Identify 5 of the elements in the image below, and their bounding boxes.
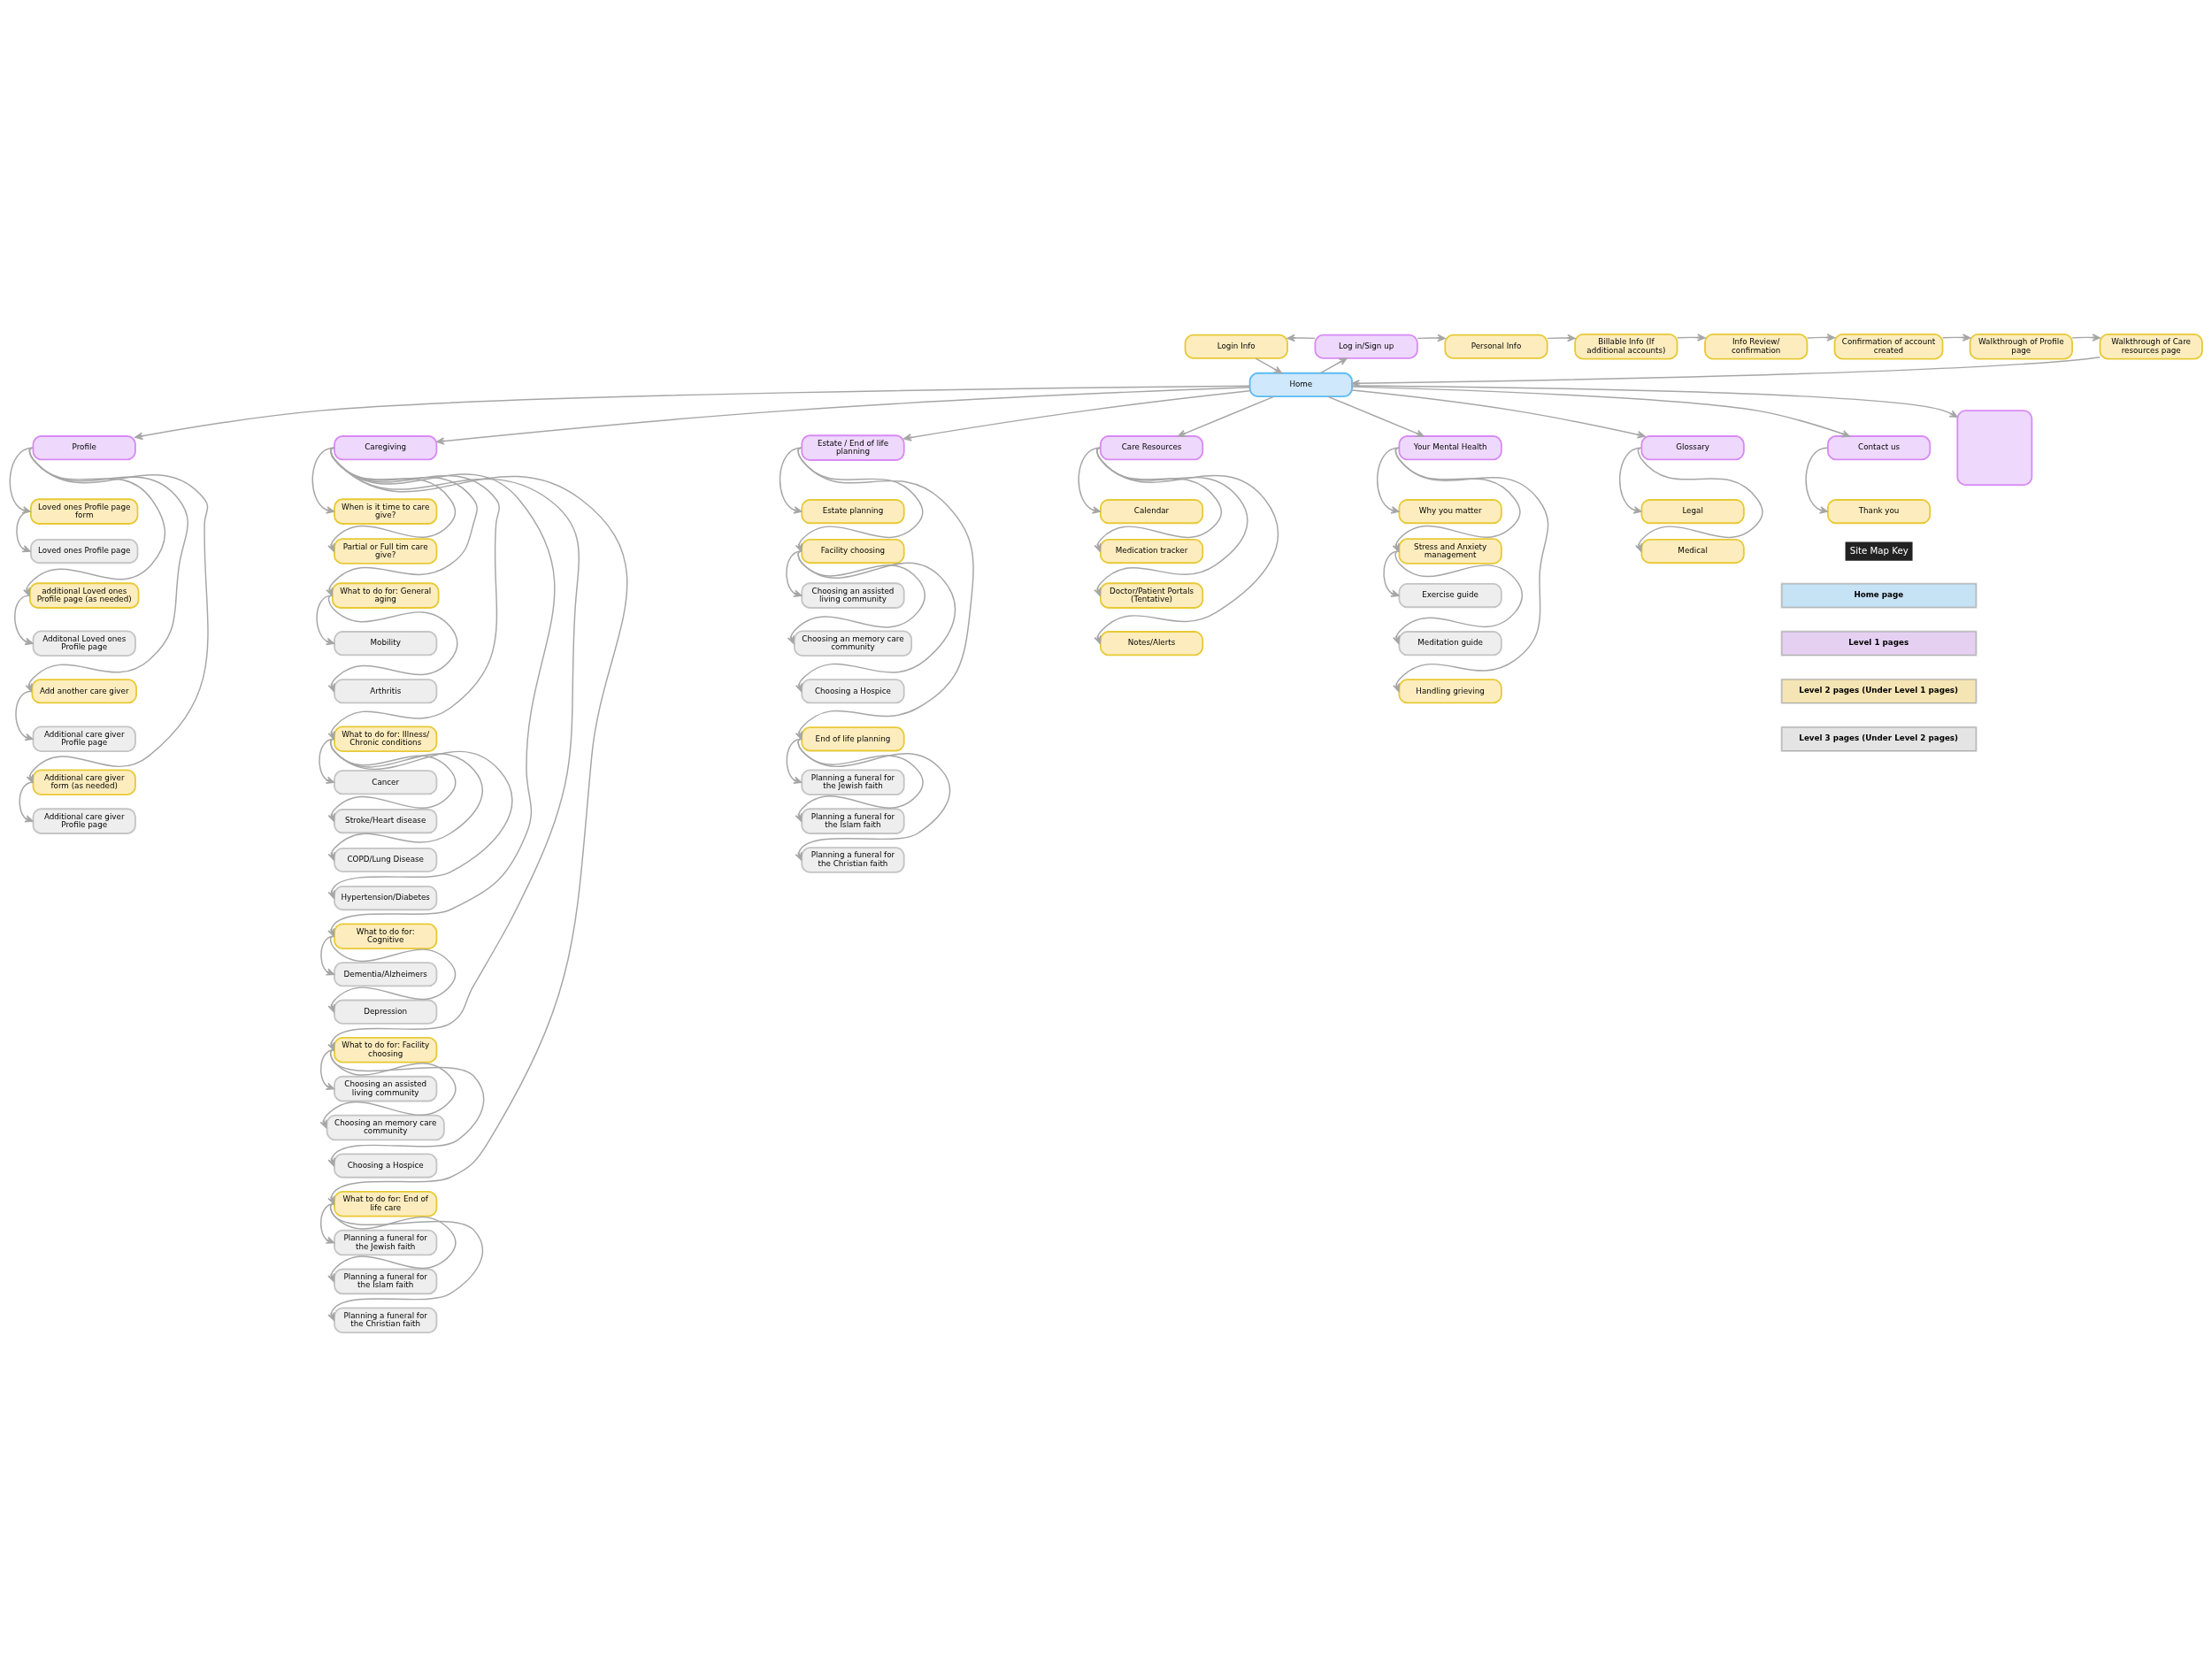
legend-label: Home page <box>1854 589 1904 599</box>
legend-label: Level 2 pages (Under Level 1 pages) <box>1799 685 1959 695</box>
legend-label: Level 3 pages (Under Level 2 pages) <box>1799 733 1959 742</box>
legend-label: Level 1 pages <box>1848 637 1909 647</box>
label: Site Map Key <box>1849 545 1909 556</box>
